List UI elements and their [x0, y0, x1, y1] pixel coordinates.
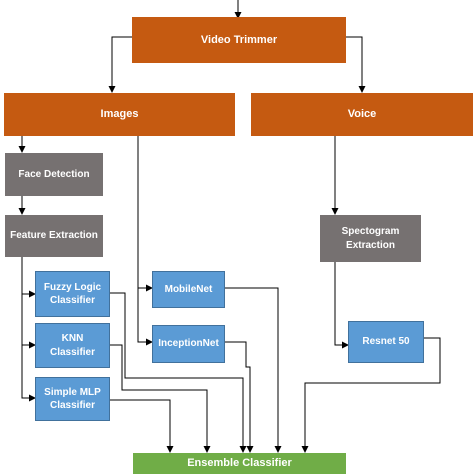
- video-trimmer-label: Video Trimmer: [200, 33, 278, 46]
- resnet-50-node: Resnet 50: [348, 321, 424, 363]
- mobilenet-node: MobileNet: [152, 271, 225, 308]
- inceptionnet-label: InceptionNet: [158, 338, 219, 350]
- voice-node: Voice: [251, 93, 473, 136]
- fuzzy-logic-classifier-node: Fuzzy Logic Classifier: [35, 271, 110, 317]
- resnet-50-label: Resnet 50: [362, 336, 410, 348]
- fuzzy-logic-classifier-label: Fuzzy Logic Classifier: [43, 281, 102, 307]
- simple-mlp-classifier-label: Simple MLP Classifier: [44, 386, 101, 412]
- arrow-images-to-mobilenet: [137, 136, 153, 292]
- arrow-images-to-inceptionnet: [137, 136, 153, 346]
- arrow-trimmer-to-images: [108, 36, 132, 93]
- knn-classifier-label: KNN Classifier: [49, 333, 96, 358]
- inceptionnet-node: InceptionNet: [152, 325, 225, 363]
- arrow-resnet-to-ensemble: [301, 337, 441, 453]
- images-node: Images: [4, 93, 235, 136]
- face-detection-label: Face Detection: [18, 168, 90, 180]
- voice-label: Voice: [347, 108, 377, 121]
- arrow-inceptionnet-to-ensemble: [225, 341, 254, 453]
- arrow-spectogram-to-resnet: [334, 262, 349, 349]
- simple-mlp-classifier-node: Simple MLP Classifier: [35, 377, 110, 421]
- images-label: Images: [100, 108, 139, 121]
- arrow-feature-to-knn: [21, 256, 36, 349]
- arrow-knn-to-ensemble: [110, 344, 211, 453]
- arrow-trimmer-to-voice: [346, 36, 366, 93]
- feature-extraction-node: Feature Extraction: [5, 215, 103, 257]
- face-detection-node: Face Detection: [5, 153, 103, 196]
- knn-classifier-node: KNN Classifier: [35, 323, 110, 368]
- arrow-feature-to-mlp: [21, 256, 36, 402]
- arrow-mobilenet-to-ensemble: [225, 287, 282, 453]
- ensemble-classifier-node: Ensemble Classifier: [133, 453, 346, 474]
- feature-extraction-label: Feature Extraction: [10, 230, 98, 242]
- ensemble-classifier-label: Ensemble Classifier: [187, 457, 292, 469]
- video-trimmer-node: Video Trimmer: [132, 17, 346, 63]
- spectogram-extraction-node: Spectogram Extraction: [320, 215, 421, 262]
- spectogram-extraction-label: Spectogram Extraction: [341, 226, 400, 251]
- mobilenet-label: MobileNet: [164, 283, 213, 295]
- arrow-fuzzy-to-ensemble: [110, 292, 247, 453]
- arrow-mlp-to-ensemble: [110, 399, 174, 453]
- arrow-feature-to-fuzzy: [21, 256, 36, 298]
